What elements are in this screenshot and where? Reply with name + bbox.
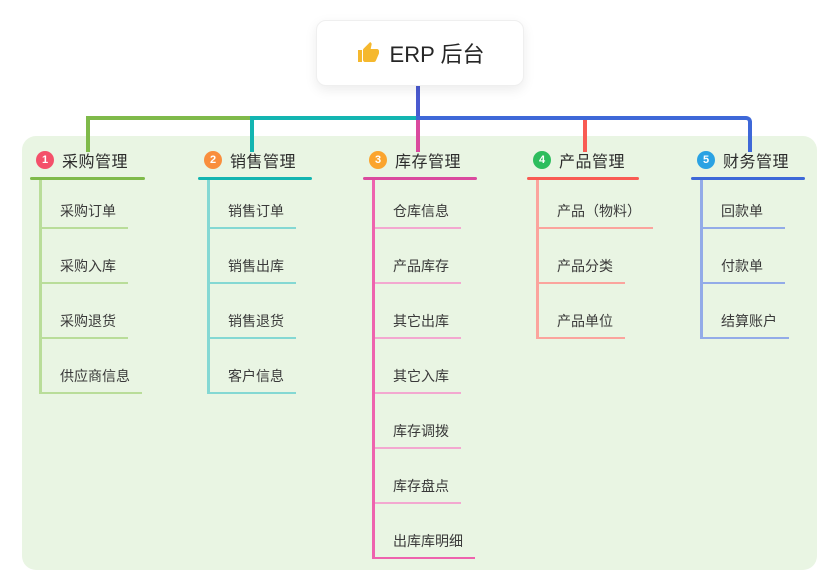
child-label: 销售退货	[228, 313, 284, 329]
branch-number-badge: 3	[369, 151, 387, 169]
branch-title-node[interactable]: 1 采购管理	[30, 146, 145, 174]
root-label: ERP 后台	[389, 42, 485, 67]
root-stem-line	[416, 84, 420, 116]
child-node[interactable]: 其它入库	[375, 339, 461, 394]
branch-finance: 5 财务管理 回款单 付款单 结算账户	[691, 146, 805, 339]
branch-product: 4 产品管理 产品（物料） 产品分类 产品单位	[527, 146, 653, 339]
branch-underline	[691, 177, 805, 180]
connector-branch5-line	[416, 116, 752, 152]
child-label: 回款单	[721, 203, 763, 219]
child-node[interactable]: 付款单	[703, 229, 785, 284]
child-label: 其它入库	[393, 368, 449, 384]
branch-title-node[interactable]: 4 产品管理	[527, 146, 639, 174]
thumbs-up-icon	[356, 41, 380, 65]
branch-number-badge: 4	[533, 151, 551, 169]
branch-underline	[198, 177, 312, 180]
child-node[interactable]: 产品库存	[375, 229, 461, 284]
branch-underline	[363, 177, 477, 180]
child-label: 库存调拨	[393, 423, 449, 439]
branch-title-node[interactable]: 3 库存管理	[363, 146, 477, 174]
branch-title-label: 产品管理	[559, 154, 626, 171]
child-node[interactable]: 采购退货	[42, 284, 128, 339]
child-label: 结算账户	[721, 313, 777, 329]
branch-title-label: 财务管理	[723, 154, 790, 171]
root-node[interactable]: ERP 后台	[316, 20, 524, 86]
child-node[interactable]: 库存盘点	[375, 449, 461, 504]
child-label: 销售出库	[228, 258, 284, 274]
child-label: 产品库存	[393, 258, 449, 274]
branch-children: 回款单 付款单 结算账户	[700, 180, 789, 339]
child-label: 采购订单	[60, 203, 116, 219]
child-node[interactable]: 仓库信息	[375, 180, 461, 229]
child-label: 供应商信息	[60, 368, 130, 384]
branch-title-label: 采购管理	[62, 154, 129, 171]
branch-underline	[527, 177, 639, 180]
branch-title-label: 销售管理	[230, 154, 297, 171]
child-label: 客户信息	[228, 368, 284, 384]
child-label: 仓库信息	[393, 203, 449, 219]
branch-children: 采购订单 采购入库 采购退货 供应商信息	[39, 180, 142, 394]
branch-number-badge: 5	[697, 151, 715, 169]
branch-children: 仓库信息 产品库存 其它出库 其它入库 库存调拨 库存盘点 出库库明细	[372, 180, 475, 559]
child-label: 库存盘点	[393, 478, 449, 494]
child-label: 产品单位	[557, 313, 613, 329]
child-label: 产品（物料）	[557, 203, 641, 219]
child-node[interactable]: 销售订单	[210, 180, 296, 229]
connector-branch4-drop	[583, 120, 587, 152]
branch-title-node[interactable]: 5 财务管理	[691, 146, 805, 174]
child-node[interactable]: 产品（物料）	[539, 180, 653, 229]
child-label: 产品分类	[557, 258, 613, 274]
child-node[interactable]: 产品分类	[539, 229, 625, 284]
child-node[interactable]: 销售退货	[210, 284, 296, 339]
child-node[interactable]: 库存调拨	[375, 394, 461, 449]
branch-title-node[interactable]: 2 销售管理	[198, 146, 312, 174]
child-label: 采购退货	[60, 313, 116, 329]
child-node[interactable]: 采购入库	[42, 229, 128, 284]
branch-sales: 2 销售管理 销售订单 销售出库 销售退货 客户信息	[198, 146, 312, 394]
child-node[interactable]: 客户信息	[210, 339, 296, 394]
child-label: 付款单	[721, 258, 763, 274]
child-node[interactable]: 出库库明细	[375, 504, 475, 559]
connector-branch3-drop	[416, 120, 420, 152]
branch-number-badge: 1	[36, 151, 54, 169]
child-node[interactable]: 销售出库	[210, 229, 296, 284]
child-label: 采购入库	[60, 258, 116, 274]
branch-title-label: 库存管理	[395, 154, 462, 171]
branch-children: 产品（物料） 产品分类 产品单位	[536, 180, 653, 339]
branch-purchase: 1 采购管理 采购订单 采购入库 采购退货 供应商信息	[30, 146, 145, 394]
child-node[interactable]: 回款单	[703, 180, 785, 229]
connector-branch2-line	[250, 116, 418, 152]
child-label: 销售订单	[228, 203, 284, 219]
branch-underline	[30, 177, 145, 180]
branch-children: 销售订单 销售出库 销售退货 客户信息	[207, 180, 296, 394]
child-node[interactable]: 采购订单	[42, 180, 128, 229]
child-label: 出库库明细	[393, 533, 463, 549]
child-node[interactable]: 产品单位	[539, 284, 625, 339]
connector-branch1-line	[86, 116, 250, 152]
mindmap-panel	[22, 136, 817, 570]
child-node[interactable]: 供应商信息	[42, 339, 142, 394]
child-label: 其它出库	[393, 313, 449, 329]
branch-number-badge: 2	[204, 151, 222, 169]
child-node[interactable]: 结算账户	[703, 284, 789, 339]
branch-inventory: 3 库存管理 仓库信息 产品库存 其它出库 其它入库 库存调拨 库存盘点 出库库…	[363, 146, 477, 559]
child-node[interactable]: 其它出库	[375, 284, 461, 339]
